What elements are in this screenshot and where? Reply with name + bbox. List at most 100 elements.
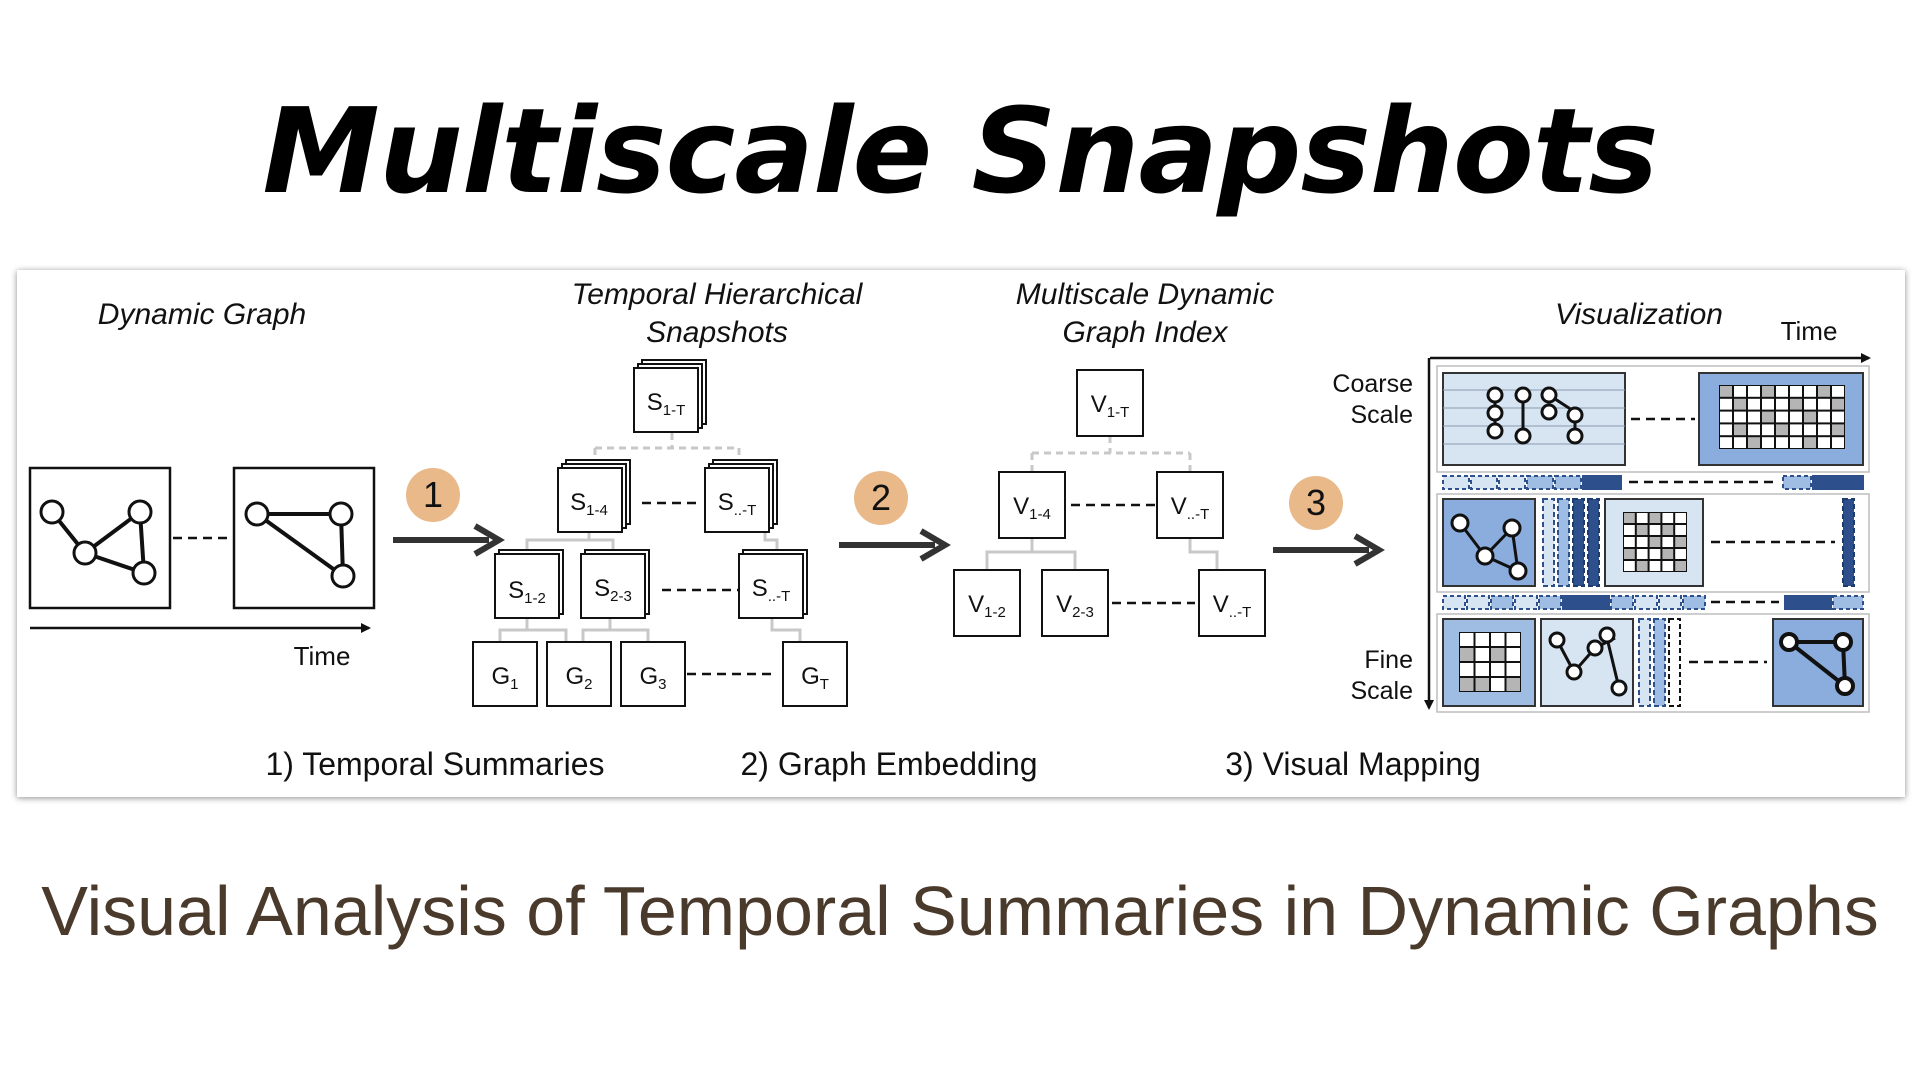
vis-row-middle bbox=[1436, 493, 1870, 593]
graph-node-g-3: G3 bbox=[620, 641, 686, 707]
matrix-cell bbox=[1506, 633, 1520, 646]
matrix-cell bbox=[1624, 537, 1635, 547]
index-node-v-1-4: V1-4 bbox=[998, 471, 1066, 539]
svg-text:G1: G1 bbox=[491, 663, 518, 693]
matrix-cell bbox=[1818, 411, 1830, 423]
matrix-cell bbox=[1662, 537, 1674, 547]
svg-text:S..-T: S..-T bbox=[718, 489, 757, 519]
matrix-cell bbox=[1720, 411, 1732, 423]
page-title: Multiscale Snapshots bbox=[262, 82, 1658, 220]
coarse-matrix-glyph bbox=[1719, 385, 1845, 449]
matrix-cell bbox=[1762, 424, 1774, 436]
middle-node-link-glyph bbox=[1450, 513, 1528, 581]
snapshot-node-s-1-4: S1-4 bbox=[557, 459, 631, 533]
matrix-cell bbox=[1776, 398, 1788, 410]
matrix-cell bbox=[1624, 513, 1635, 523]
matrix-cell bbox=[1832, 424, 1844, 436]
fine-matrix-glyph bbox=[1459, 632, 1521, 692]
matrix-cell bbox=[1649, 513, 1661, 523]
svg-text:V..-T: V..-T bbox=[1171, 493, 1210, 523]
matrix-cell bbox=[1475, 648, 1489, 661]
matrix-cell bbox=[1675, 513, 1686, 523]
fine-node-link-glyph bbox=[1548, 626, 1628, 697]
coarse-label-line1: Coarse bbox=[1332, 370, 1413, 398]
matrix-cell bbox=[1734, 411, 1746, 423]
matrix-cell bbox=[1748, 437, 1760, 448]
dynamic-graph-frame-2 bbox=[232, 466, 376, 610]
svg-text:S..-T: S..-T bbox=[752, 575, 791, 605]
step-2-label: 2) Graph Embedding bbox=[740, 746, 1037, 782]
matrix-cell bbox=[1748, 424, 1760, 436]
matrix-cell bbox=[1734, 437, 1746, 448]
matrix-cell bbox=[1675, 549, 1686, 559]
matrix-cell bbox=[1662, 561, 1674, 571]
pipeline-diagram: Dynamic Graph Temporal Hierarchical Snap… bbox=[28, 278, 1871, 782]
matrix-cell bbox=[1624, 561, 1635, 571]
matrix-cell bbox=[1832, 386, 1844, 397]
index-node-v-t-level1: V..-T bbox=[1156, 471, 1224, 539]
step-1-badge bbox=[406, 468, 460, 522]
heading-temporal-snapshots-line2: Snapshots bbox=[646, 316, 788, 349]
matrix-cell bbox=[1475, 633, 1489, 646]
heading-dynamic-graph: Dynamic Graph bbox=[98, 298, 306, 331]
matrix-cell bbox=[1506, 648, 1520, 661]
snapshot-node-s-1-t: S1-T bbox=[633, 359, 707, 433]
graph-node-g-2: G2 bbox=[546, 641, 612, 707]
page-subtitle: Visual Analysis of Temporal Summaries in… bbox=[41, 872, 1879, 950]
matrix-cell bbox=[1804, 411, 1816, 423]
matrix-cell bbox=[1662, 525, 1674, 535]
svg-text:GT: GT bbox=[801, 663, 829, 693]
matrix-cell bbox=[1818, 424, 1830, 436]
snapshot-tree-connectors bbox=[498, 433, 802, 642]
matrix-cell bbox=[1720, 386, 1732, 397]
matrix-cell bbox=[1460, 648, 1474, 661]
fine-node-link-glyph-right bbox=[1779, 632, 1855, 696]
matrix-cell bbox=[1636, 561, 1648, 571]
svg-text:V2-3: V2-3 bbox=[1056, 591, 1094, 621]
vis-row-coarse bbox=[1436, 365, 1870, 473]
step-3-arrow bbox=[1273, 533, 1385, 567]
matrix-cell bbox=[1720, 437, 1732, 448]
fine-label-line1: Fine bbox=[1364, 646, 1413, 674]
matrix-cell bbox=[1649, 549, 1661, 559]
matrix-cell bbox=[1748, 386, 1760, 397]
matrix-cell bbox=[1624, 549, 1635, 559]
matrix-cell bbox=[1636, 549, 1648, 559]
matrix-cell bbox=[1790, 386, 1802, 397]
matrix-cell bbox=[1460, 663, 1474, 676]
matrix-cell bbox=[1475, 663, 1489, 676]
matrix-cell bbox=[1675, 537, 1686, 547]
matrix-cell bbox=[1832, 398, 1844, 410]
matrix-cell bbox=[1776, 411, 1788, 423]
matrix-cell bbox=[1748, 411, 1760, 423]
matrix-cell bbox=[1675, 525, 1686, 535]
step-3-number: 3 bbox=[1306, 482, 1326, 523]
matrix-cell bbox=[1475, 678, 1489, 691]
middle-matrix-glyph bbox=[1623, 512, 1687, 572]
matrix-cell bbox=[1491, 678, 1505, 691]
step-1-label: 1) Temporal Summaries bbox=[265, 746, 604, 782]
snapshot-node-s-1-2: S1-2 bbox=[494, 549, 564, 619]
diagram-panel: Dynamic Graph Temporal Hierarchical Snap… bbox=[17, 270, 1905, 797]
matrix-cell bbox=[1804, 398, 1816, 410]
matrix-cell bbox=[1762, 398, 1774, 410]
coarse-node-link-glyphs bbox=[1486, 386, 1584, 445]
matrix-cell bbox=[1675, 561, 1686, 571]
snapshot-node-s-t-level1: S..-T bbox=[704, 459, 778, 533]
matrix-cell bbox=[1818, 437, 1830, 448]
matrix-cell bbox=[1662, 513, 1674, 523]
step-2-badge bbox=[854, 471, 908, 525]
step-3-label: 3) Visual Mapping bbox=[1225, 746, 1481, 782]
coarse-label-line2: Scale bbox=[1350, 401, 1413, 429]
matrix-cell bbox=[1776, 424, 1788, 436]
matrix-cell bbox=[1662, 549, 1674, 559]
svg-text:V1-4: V1-4 bbox=[1013, 493, 1051, 523]
matrix-cell bbox=[1804, 386, 1816, 397]
heading-temporal-snapshots-line1: Temporal Hierarchical bbox=[572, 278, 864, 311]
matrix-cell bbox=[1776, 437, 1788, 448]
matrix-cell bbox=[1734, 386, 1746, 397]
index-node-v-t-level2: V..-T bbox=[1198, 569, 1266, 637]
heading-visualization: Visualization bbox=[1555, 298, 1723, 331]
heading-graph-index-line2: Graph Index bbox=[1062, 316, 1228, 349]
matrix-cell bbox=[1748, 398, 1760, 410]
